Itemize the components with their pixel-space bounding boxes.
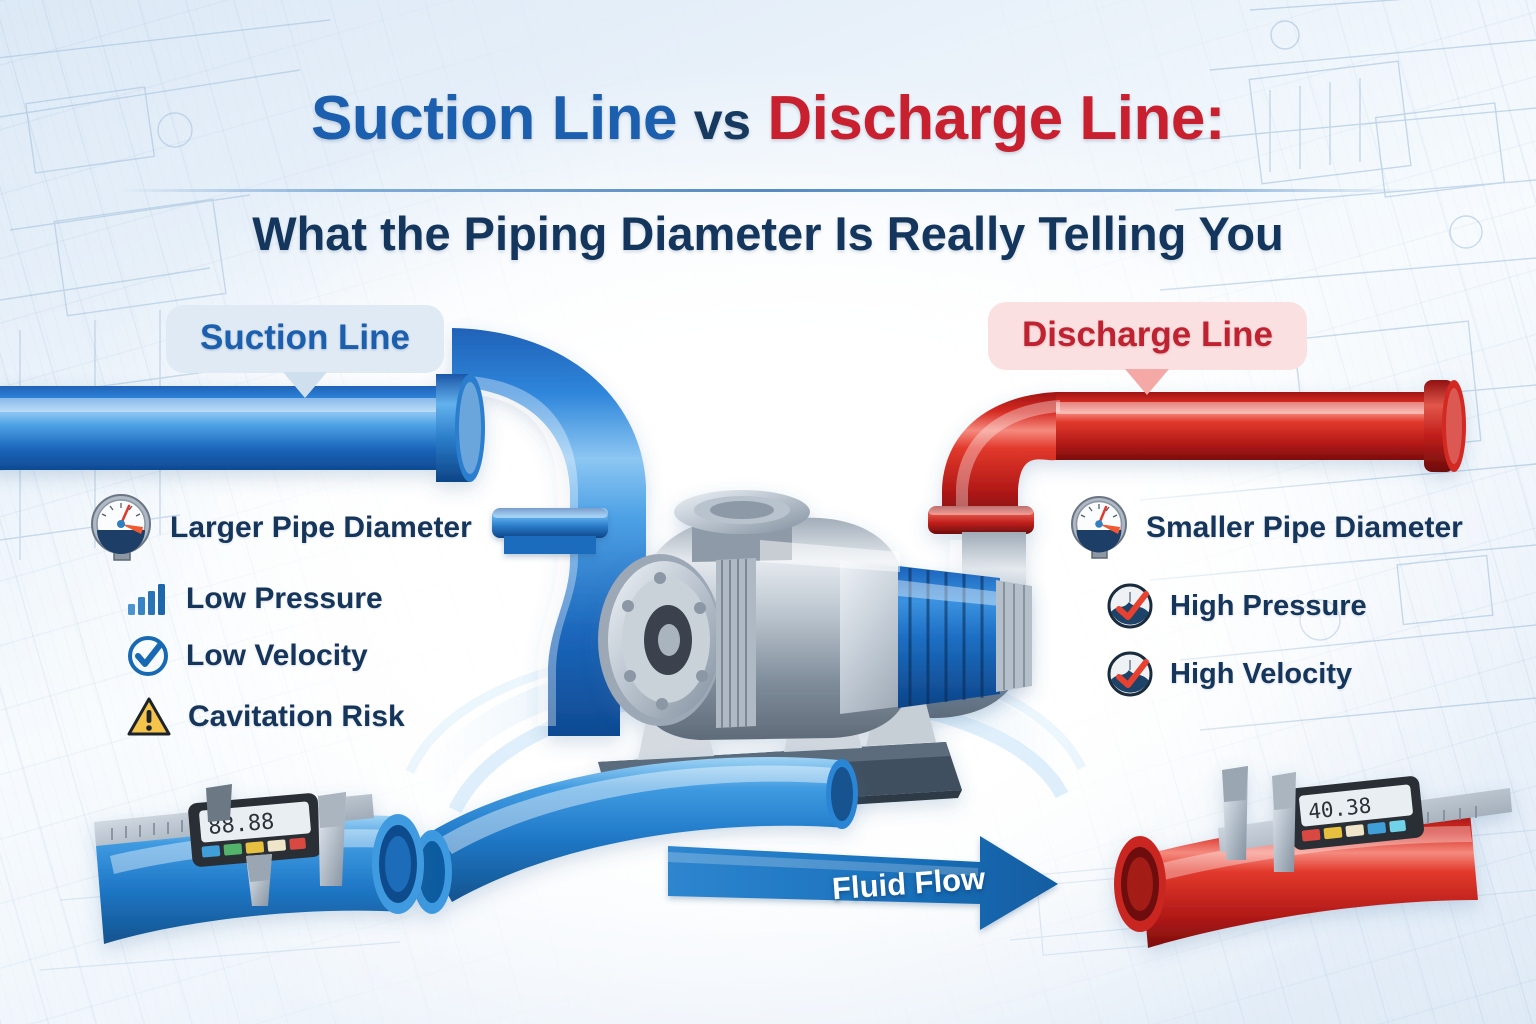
bar-chart-icon [128, 584, 165, 615]
badge-suction-label: Suction Line [200, 318, 410, 357]
badge-discharge-line[interactable]: Discharge Line [988, 302, 1307, 395]
list-item: Low Pressure [126, 582, 472, 616]
badge-suction-line[interactable]: Suction Line [166, 305, 444, 398]
list-item-label: Low Pressure [186, 582, 383, 615]
page-subtitle: What the Piping Diameter Is Really Telli… [252, 207, 1284, 260]
page-title: Suction Line vs Discharge Line: [0, 88, 1536, 150]
pressure-gauge-icon [91, 494, 151, 561]
discharge-feature-list: Smaller Pipe Diameter High Pressure High… [1068, 494, 1463, 698]
title-vs: vs [693, 93, 751, 151]
list-item-label: High Velocity [1170, 657, 1353, 690]
title-suction: Suction Line [311, 84, 678, 153]
digital-caliper-red-pipe: 40.38 [1114, 766, 1512, 948]
list-item: High Velocity [1106, 650, 1463, 698]
badge-discharge-pointer [1125, 369, 1170, 395]
warning-triangle-icon [127, 697, 171, 736]
title-divider [118, 189, 1418, 192]
fluid-flow-arrow [668, 836, 1058, 930]
list-item: Smaller Pipe Diameter [1068, 494, 1463, 562]
badge-suction-pointer [283, 372, 327, 398]
suction-flange [492, 508, 608, 554]
badge-discharge-label: Discharge Line [1022, 315, 1273, 354]
circle-check-icon [128, 636, 168, 676]
list-item-label: Larger Pipe Diameter [170, 511, 472, 544]
gauge-check-icon [1107, 651, 1153, 697]
suction-feature-list: Larger Pipe Diameter Low Pressure Low Ve… [88, 492, 472, 738]
list-item-label: Low Velocity [186, 639, 368, 672]
gauge-check-icon [1107, 583, 1153, 629]
blue-suction-pipe [0, 328, 646, 736]
list-item-label: Smaller Pipe Diameter [1146, 511, 1463, 544]
list-item: Cavitation Risk [126, 696, 472, 738]
title-discharge: Discharge Line: [767, 84, 1225, 153]
pressure-gauge-icon [1071, 496, 1127, 559]
list-item: Larger Pipe Diameter [88, 492, 472, 564]
centrifugal-pump [598, 490, 1032, 820]
bottom-blue-pipe [412, 757, 858, 914]
list-item: Low Velocity [126, 634, 472, 678]
list-item-label: Cavitation Risk [188, 700, 405, 733]
red-discharge-pipe [928, 380, 1466, 534]
list-item-label: High Pressure [1170, 589, 1367, 622]
digital-caliper-blue-pipe: 88.88 [94, 784, 424, 944]
list-item: High Pressure [1106, 582, 1463, 630]
